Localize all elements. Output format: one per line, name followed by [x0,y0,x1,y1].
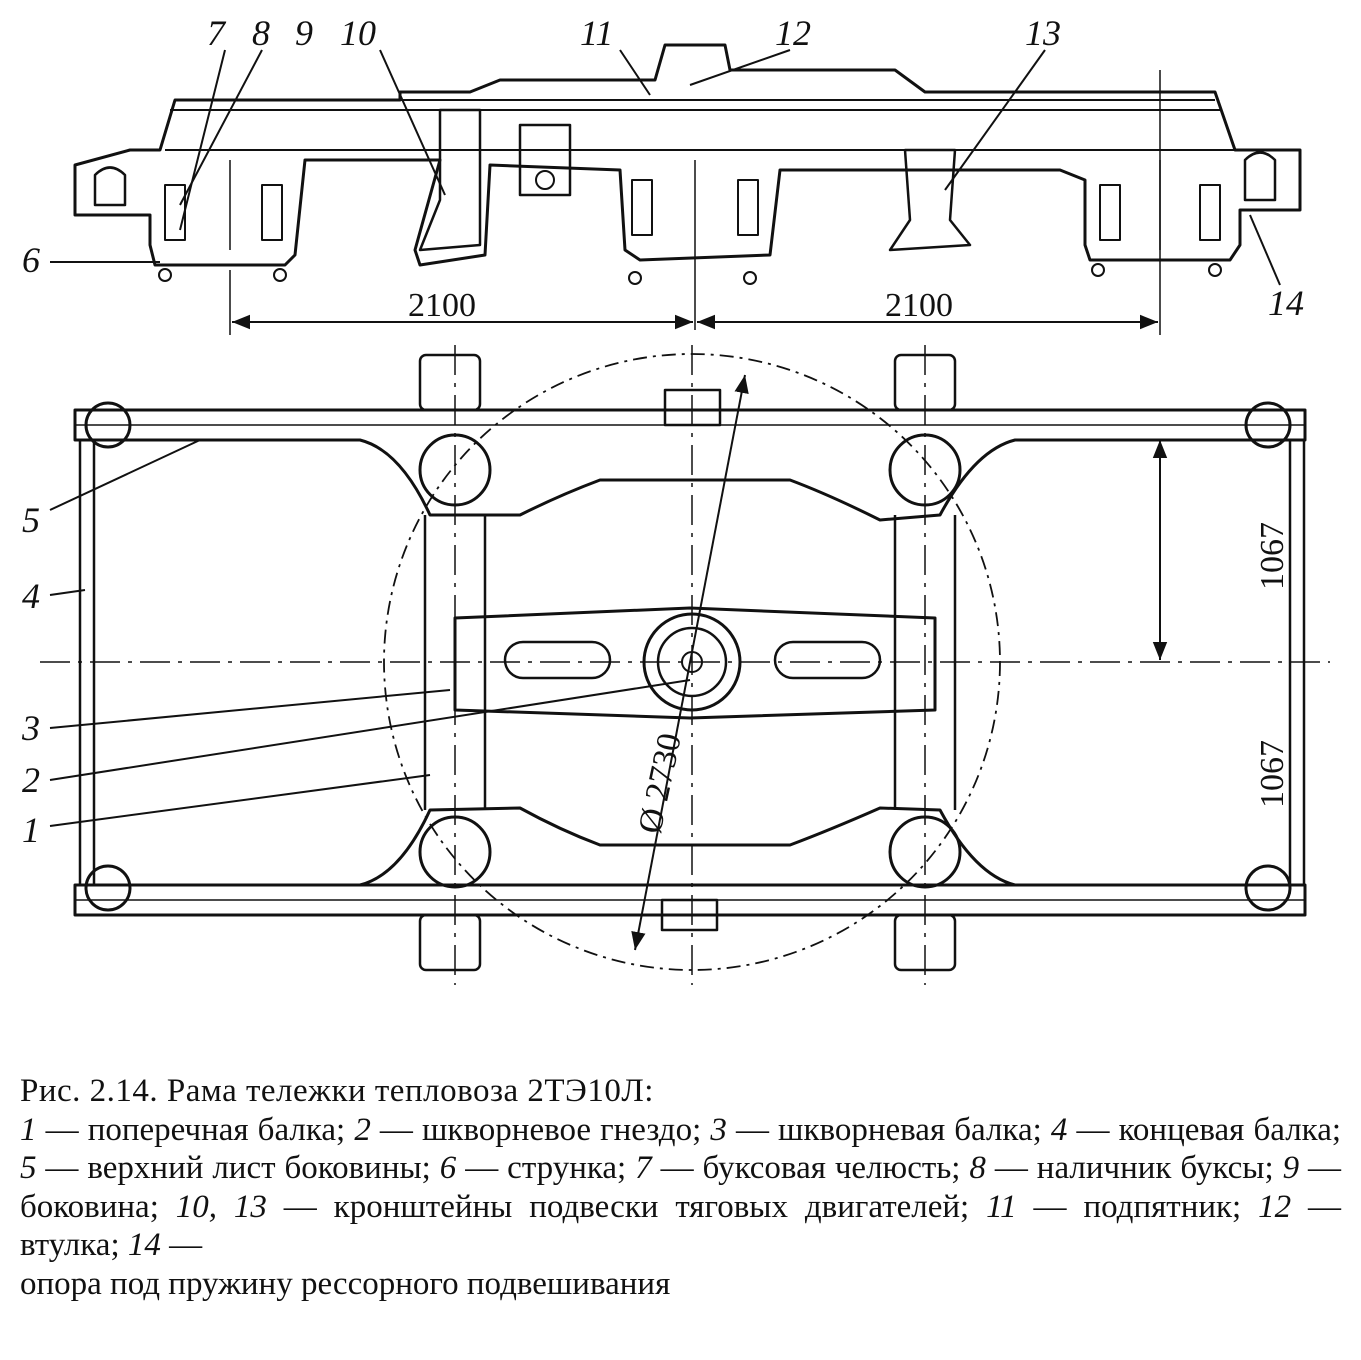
caption-num: 10, 13 [175,1188,267,1225]
label-1: 1 [22,810,40,850]
caption-num: 14 [127,1227,161,1263]
label-11: 11 [580,13,613,53]
caption-text: — бук­совая челюсть; [651,1150,970,1186]
caption-num: 2 [354,1111,371,1148]
caption-body: 1 — поперечная балка; 2 — шкворневое гне… [20,1112,1341,1264]
figure-caption: Рис. 2.14. Рама тележки тепловоза 2ТЭ10Л… [20,1072,1341,1303]
bogie-frame-drawing: 7 8 9 10 11 12 13 6 14 5 4 3 2 1 2100 21… [21,13,1330,985]
caption-text: — боковина; [20,1150,1342,1225]
caption-text: — подпятник; [1016,1188,1259,1225]
caption-num: 5 [20,1150,37,1186]
label-6: 6 [22,240,40,280]
label-3: 3 [21,708,40,748]
caption-num: 7 [635,1150,652,1186]
label-13: 13 [1025,13,1061,53]
caption-text: — поперечная балка; [36,1111,355,1148]
end-beam-right [1288,438,1306,887]
label-4: 4 [22,576,40,616]
caption-num: 3 [710,1111,727,1148]
caption-text: — концевая балка; [1067,1111,1342,1148]
caption-text: — струнка; [456,1150,636,1186]
caption-num: 12 [1258,1188,1292,1225]
label-10: 10 [340,13,376,53]
caption-num: 4 [1050,1111,1068,1148]
caption-num: 9 [1282,1150,1300,1186]
caption-text: — верхний лист боковины; [36,1150,440,1186]
label-8: 8 [252,13,270,53]
label-5: 5 [22,500,40,540]
sidebar-body [73,43,1302,267]
label-12: 12 [775,13,811,53]
caption-text: — шкворневое гнездо; [370,1111,711,1148]
dim-lower-1067: 1067 [1254,740,1291,808]
caption-text: — наличник буксы; [985,1150,1283,1186]
label-7: 7 [207,13,227,53]
caption-num: 8 [969,1150,986,1186]
dim-upper-1067: 1067 [1254,522,1291,590]
dim-right-2100: 2100 [885,287,953,324]
bolts [158,263,1222,285]
label-2: 2 [22,760,40,800]
caption-num: 11 [986,1188,1017,1225]
caption-num: 6 [439,1150,457,1186]
caption-text: — втулка; [20,1188,1342,1264]
plan-view [40,345,1330,985]
dim-diameter-2730: Ø 2730 [632,730,689,837]
caption-text: — [160,1227,203,1263]
caption-text: — шкворневая балка; [726,1111,1051,1148]
side-view [73,43,1302,335]
label-9: 9 [295,13,313,53]
caption-title: Рис. 2.14. Рама тележки тепловоза 2ТЭ10Л… [20,1073,654,1109]
caption-text: — кронштей­ны подвески тяговых двигателе… [266,1188,987,1225]
dim-left-2100: 2100 [408,287,476,324]
leader-lines [49,49,1281,827]
label-14: 14 [1268,283,1304,323]
caption-num: 1 [20,1111,37,1148]
caption-last-line: опора под пружину рессорного подвешивани… [20,1265,671,1302]
